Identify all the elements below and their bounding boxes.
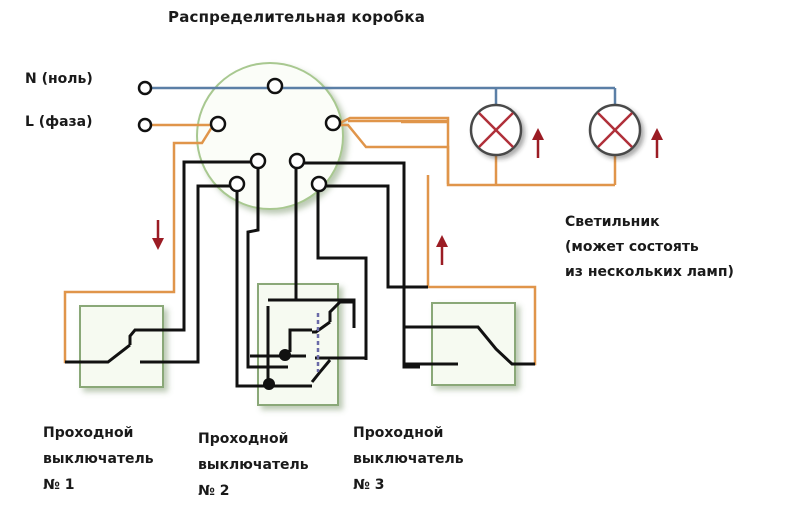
terminal-box-n xyxy=(266,77,284,95)
switch-caption-line: № 1 xyxy=(43,477,75,493)
terminal-box-b xyxy=(288,152,306,170)
lamp-caption-line: Светильник xyxy=(565,214,660,230)
control-wires xyxy=(65,160,535,388)
switch-2-mechanism xyxy=(250,298,366,388)
lamp-caption-line: (может состоять xyxy=(565,239,699,255)
neutral-label: N (ноль) xyxy=(25,71,93,87)
arrow-down-icon xyxy=(152,220,164,250)
terminal-box-l-left xyxy=(209,115,227,133)
arrow-up-icon xyxy=(436,235,448,265)
terminal-l-input xyxy=(137,117,153,133)
switch-2-junction-dot xyxy=(279,349,291,361)
arrow-up-icon xyxy=(651,128,663,158)
terminal-box-c xyxy=(228,175,246,193)
diagram-title: Распределительная коробка xyxy=(168,8,426,26)
lamp-1 xyxy=(469,103,523,157)
terminal-box-a xyxy=(249,152,267,170)
arrow-up-icon xyxy=(532,128,544,158)
switch-caption-line: выключатель xyxy=(198,457,309,473)
switch-caption-line: № 2 xyxy=(198,483,230,499)
phase-wire-to-lamps xyxy=(348,119,450,184)
switch-box-3 xyxy=(431,302,516,386)
terminals xyxy=(137,77,342,193)
phase-wires xyxy=(63,116,617,366)
switch-caption-line: Проходной xyxy=(198,431,289,447)
terminal-box-l-right xyxy=(324,114,342,132)
switch-1-caption: Проходной выключатель № 1 xyxy=(43,420,154,498)
lamp-caption-line: из нескольких ламп) xyxy=(565,264,734,280)
switch-caption-line: выключатель xyxy=(353,451,464,467)
lamp-caption: Светильник (может состоять из нескольких… xyxy=(565,210,734,285)
switch-caption-line: Проходной xyxy=(43,425,134,441)
switch-caption-line: выключатель xyxy=(43,451,154,467)
phase-wire-switch3 xyxy=(402,150,428,175)
switch-3-caption: Проходной выключатель № 3 xyxy=(353,420,464,498)
switch-caption-line: Проходной xyxy=(353,425,444,441)
switch-caption-line: № 3 xyxy=(353,477,385,493)
switch-box-1 xyxy=(79,305,164,388)
phase-label: L (фаза) xyxy=(25,114,93,130)
switch-2-junction-dot xyxy=(263,378,275,390)
lamp-2 xyxy=(588,103,642,157)
junction-box xyxy=(196,62,344,210)
switch-2-caption: Проходной выключатель № 2 xyxy=(198,426,309,504)
terminal-box-d xyxy=(310,175,328,193)
terminal-n-input xyxy=(137,80,153,96)
